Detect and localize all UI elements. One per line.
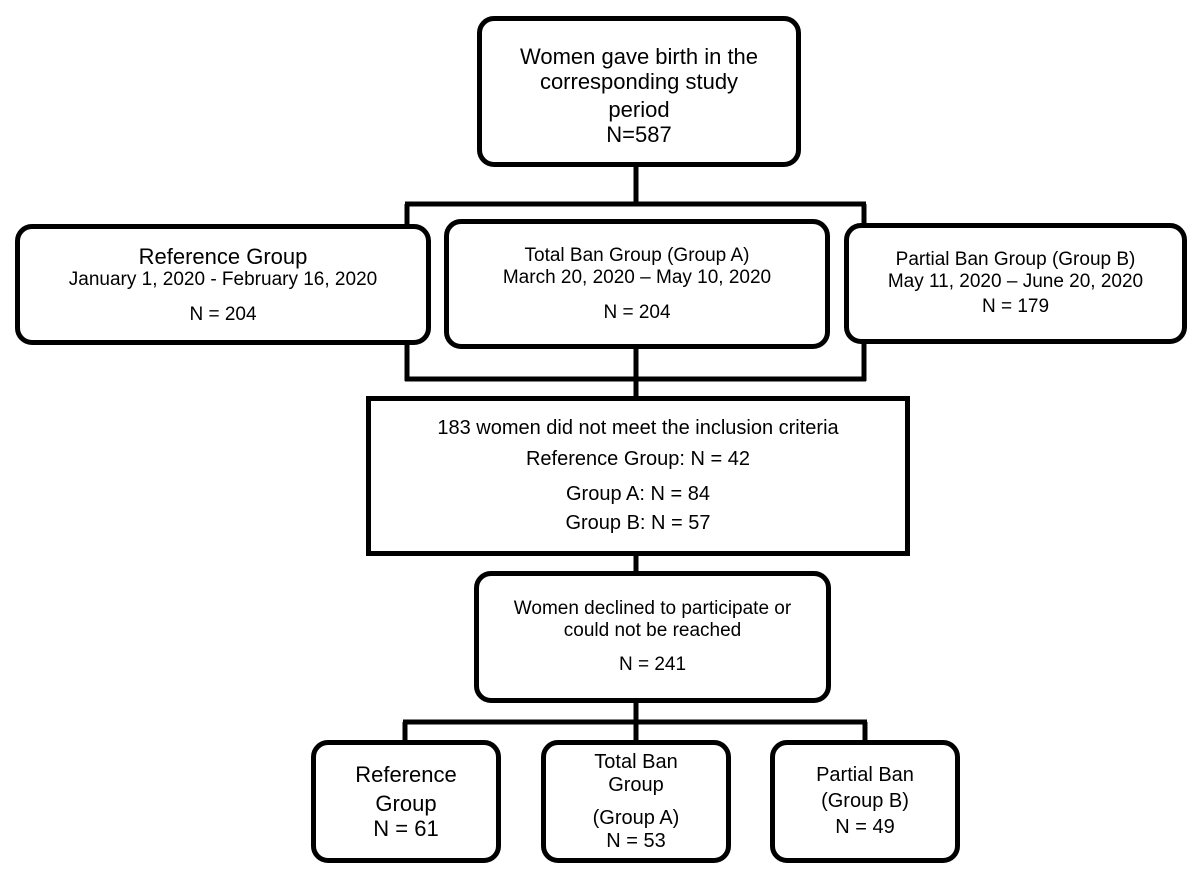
enrolled-line-3: period — [608, 97, 670, 122]
final-total-ban-count: N = 53 — [606, 829, 666, 852]
final-partial-ban-line-2: (Group B) — [821, 790, 909, 812]
declined-count: N = 241 — [618, 654, 687, 675]
reference-group-count: N = 204 — [189, 303, 257, 325]
total-ban-group-count: N = 204 — [603, 301, 671, 323]
partial-ban-group-count: N = 179 — [981, 296, 1050, 317]
final-total-ban-group-box: Total Ban Group (Group A) N = 53 — [541, 740, 731, 863]
reference-group-title: Reference Group — [138, 243, 308, 269]
total-ban-group-box: Total Ban Group (Group A) March 20, 2020… — [444, 219, 830, 349]
enrolled-count: N=587 — [606, 122, 672, 147]
excluded-group-a-count: Group A: N = 84 — [566, 483, 710, 505]
excluded-title: 183 women did not meet the inclusion cri… — [437, 417, 839, 439]
final-reference-count: N = 61 — [373, 816, 439, 841]
final-reference-line-1: Reference — [355, 762, 457, 787]
excluded-box: 183 women did not meet the inclusion cri… — [366, 396, 910, 556]
partial-ban-group-dates: May 11, 2020 – June 20, 2020 — [887, 271, 1144, 292]
final-total-ban-line-3: (Group A) — [592, 806, 680, 829]
excluded-group-b-count: Group B: N = 57 — [565, 512, 711, 534]
partial-ban-group-title: Partial Ban Group (Group B) — [895, 249, 1136, 270]
declined-line-1: Women declined to participate or — [513, 598, 792, 619]
final-total-ban-line-2: Group — [608, 773, 664, 796]
final-reference-group-box: Reference Group N = 61 — [311, 740, 501, 863]
total-ban-group-title: Total Ban Group (Group A) — [524, 244, 750, 266]
partial-ban-group-box: Partial Ban Group (Group B) May 11, 2020… — [844, 223, 1187, 344]
final-partial-ban-line-1: Partial Ban — [816, 764, 914, 786]
total-ban-group-dates: March 20, 2020 – May 10, 2020 — [502, 266, 772, 288]
declined-box: Women declined to participate or could n… — [474, 571, 831, 703]
reference-group-box: Reference Group January 1, 2020 - Februa… — [15, 224, 431, 345]
final-partial-ban-group-box: Partial Ban (Group B) N = 49 — [770, 740, 960, 863]
enrolled-line-1: Women gave birth in the — [519, 44, 759, 69]
reference-group-dates: January 1, 2020 - February 16, 2020 — [68, 268, 378, 290]
excluded-reference-count: Reference Group: N = 42 — [525, 448, 750, 470]
enrolled-box: Women gave birth in the corresponding st… — [477, 16, 801, 167]
final-total-ban-line-1: Total Ban — [594, 750, 678, 773]
declined-line-2: could not be reached — [563, 620, 742, 641]
final-partial-ban-count: N = 49 — [835, 816, 895, 838]
enrolled-line-2: corresponding study — [539, 69, 739, 94]
final-reference-line-2: Group — [375, 791, 437, 816]
